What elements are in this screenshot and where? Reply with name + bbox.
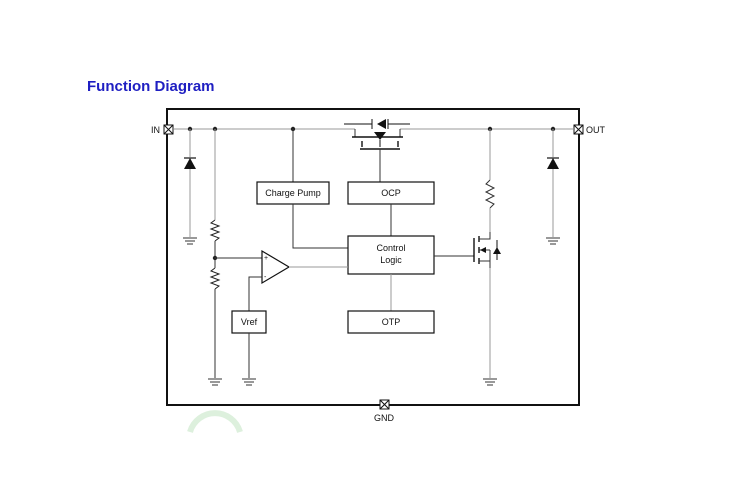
vref-wire [248, 276, 262, 311]
gnd-pin [379, 399, 390, 410]
ground-icon [183, 237, 197, 245]
out-pin [573, 124, 584, 135]
out-pin-label: OUT [586, 125, 606, 135]
watermark-logo [187, 410, 243, 433]
in-pin-label: IN [151, 125, 160, 135]
svg-text:+: + [264, 255, 268, 262]
ground-icon [483, 378, 497, 386]
svg-text:-: - [264, 274, 267, 281]
control-logic-label-line2: Logic [380, 255, 402, 265]
chip-outline [166, 108, 580, 406]
gnd-pin-label: GND [374, 413, 395, 423]
charge-pump-wire [292, 204, 350, 249]
in-pin [163, 124, 174, 135]
ocp-label: OCP [381, 188, 401, 198]
vref-label: Vref [241, 317, 258, 327]
input-diode-icon [184, 129, 196, 237]
resistor-icon [209, 219, 221, 242]
resistor-icon [209, 267, 221, 290]
ground-icon [546, 237, 560, 245]
otp-block [347, 310, 435, 334]
control-logic-label-line1: Control [376, 243, 405, 253]
control-logic-block [347, 235, 435, 275]
discharge-mosfet-icon [434, 232, 501, 268]
resistor-icon [484, 179, 496, 209]
charge-pump-label: Charge Pump [265, 188, 321, 198]
output-diode-icon [547, 129, 559, 237]
ground-icon [208, 378, 222, 386]
comparator-icon [261, 249, 291, 285]
pass-mosfet-icon [344, 119, 410, 182]
otp-label: OTP [382, 317, 401, 327]
page-title: Function Diagram [87, 78, 215, 95]
ground-icon [242, 378, 256, 386]
